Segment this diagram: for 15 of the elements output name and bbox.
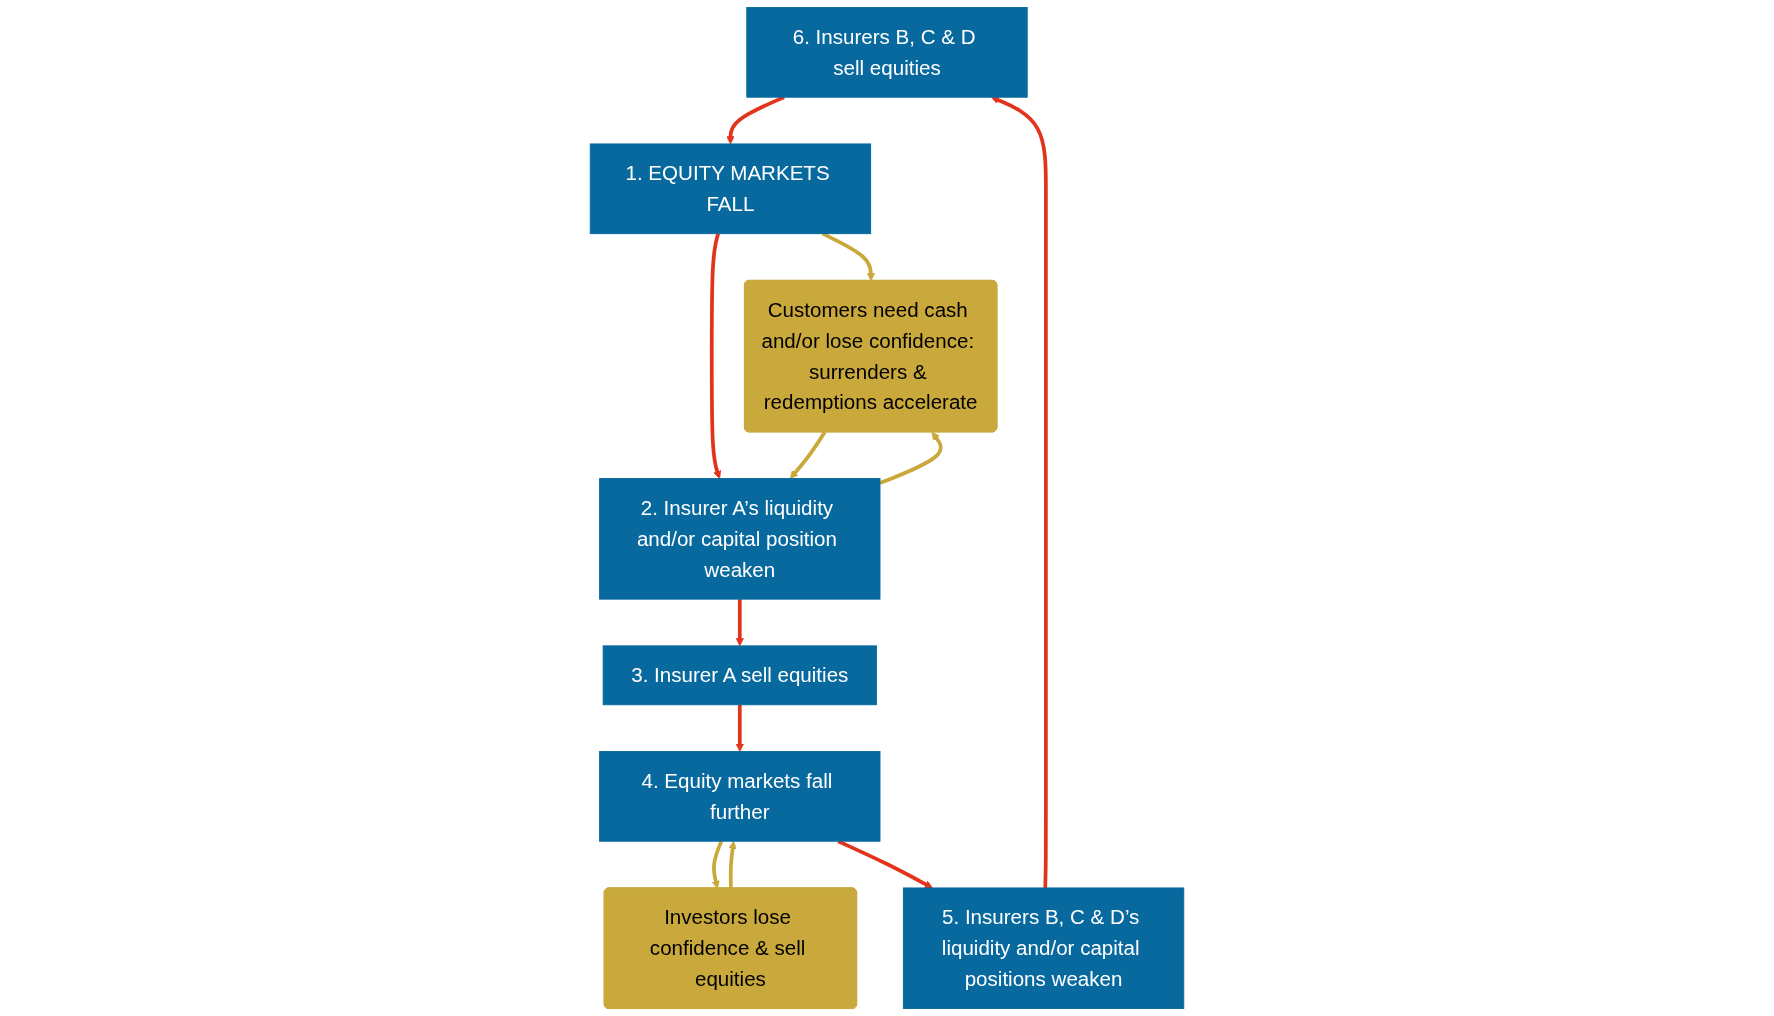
node-box: 1. EQUITY MARKETS FALL [589,143,872,235]
arrow [991,96,1048,888]
arrow [789,431,827,479]
arrow [735,704,744,752]
arrow [735,599,744,647]
arrow [821,232,876,282]
node-box: 2. Insurer A’s liquidity and/or capital position weaken [599,478,881,600]
arrow [879,431,943,485]
node-box: 3. Insurer A sell equities [602,645,877,706]
node-box: 6. Insurers B, C & D sell equities [746,7,1028,98]
node-box: 5. Insurers B, C & D’s liquidity and/or capital positions weaken [902,887,1185,1009]
node-box: 4. Equity markets fall further [599,751,881,842]
arrow [728,840,737,889]
arrow [709,233,722,479]
arrow [711,840,724,889]
